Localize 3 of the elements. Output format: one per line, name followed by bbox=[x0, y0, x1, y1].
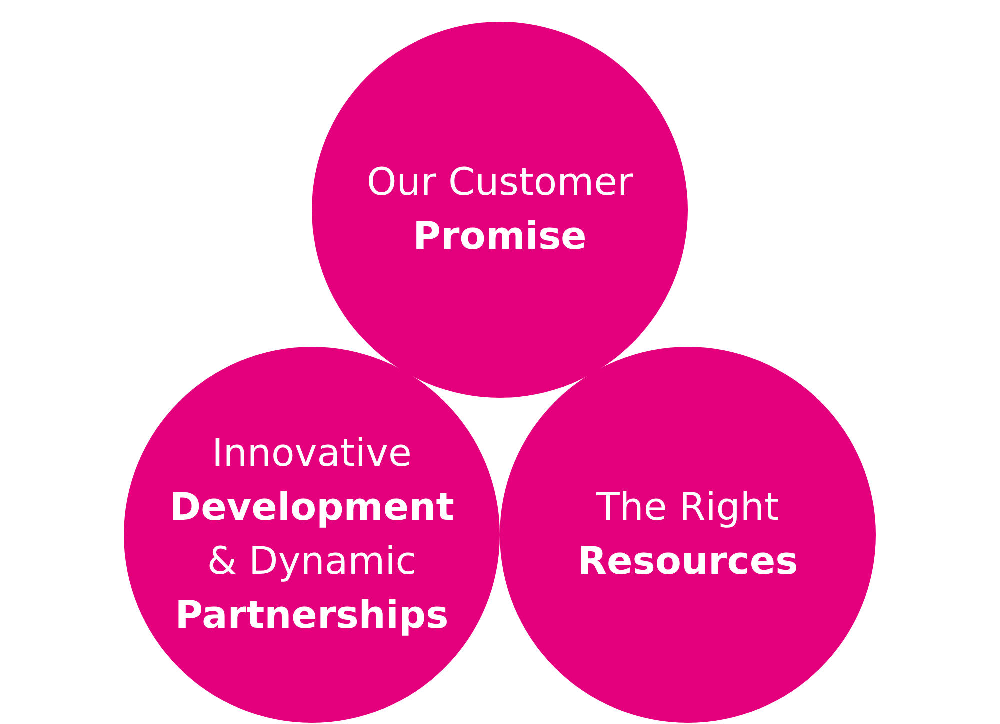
circle-label: Our Customer Promise bbox=[366, 159, 634, 260]
circle-label: Innovative Development & Dynamic Partnerships bbox=[168, 430, 456, 639]
circle-label: The Right Resources bbox=[576, 484, 800, 585]
